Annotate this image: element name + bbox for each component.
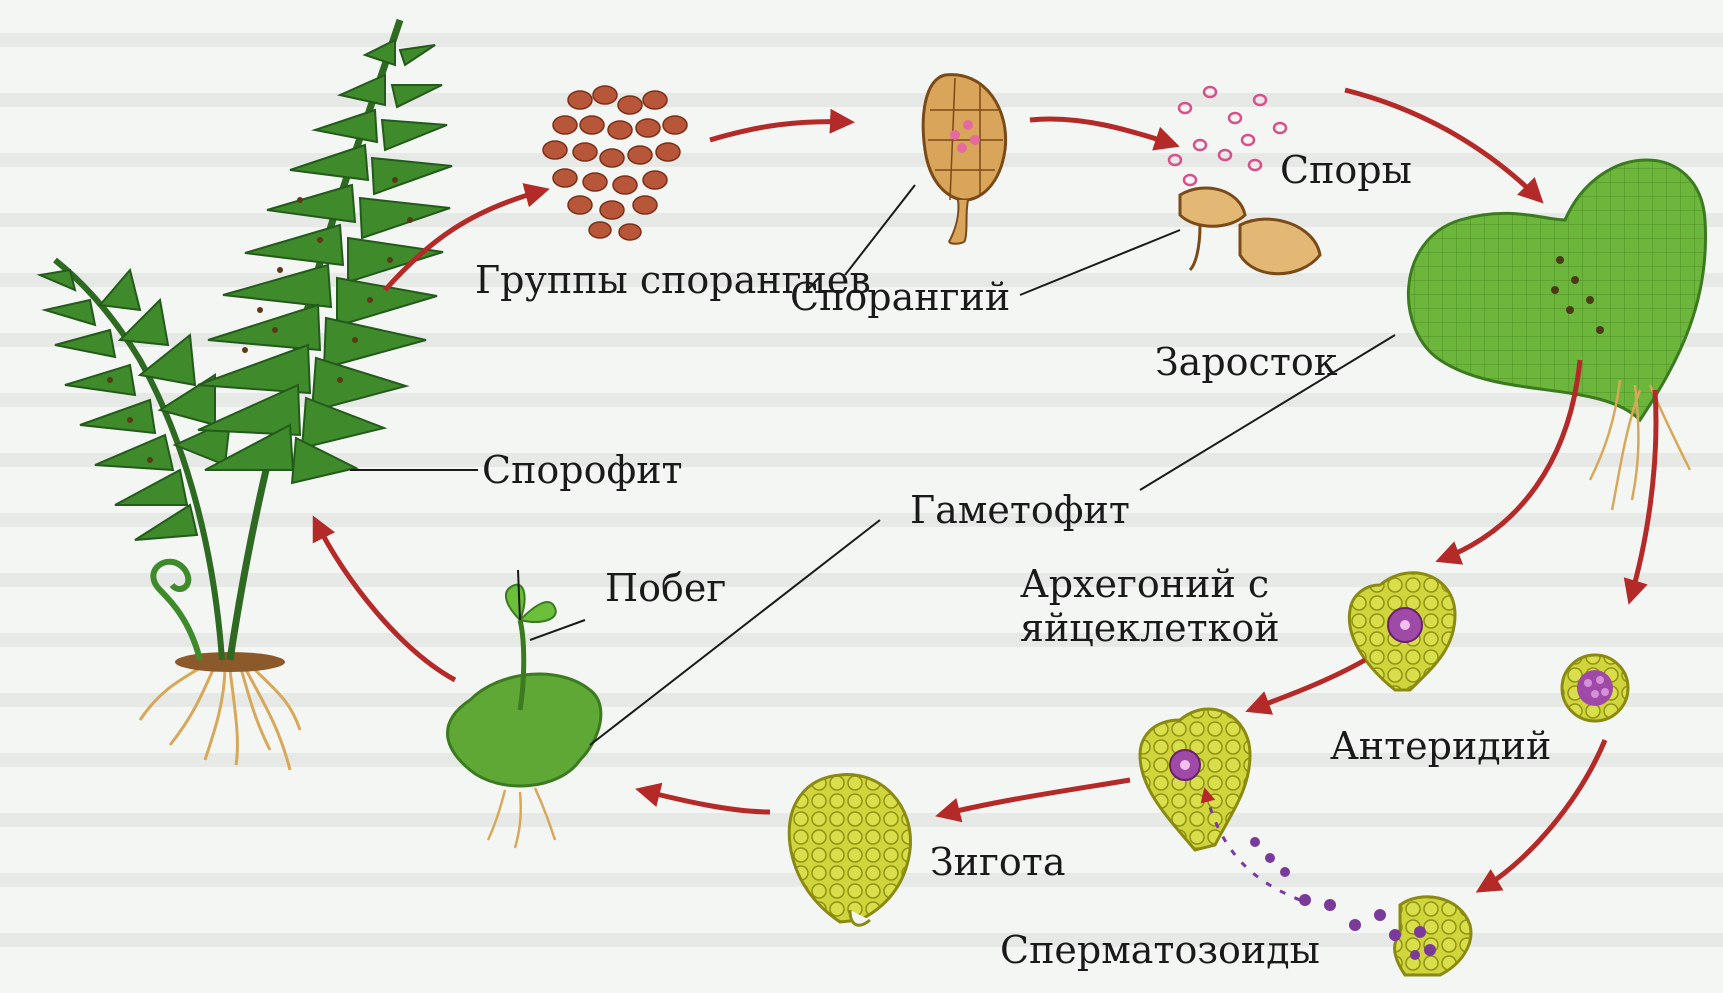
label-antheridium: Антеридий — [1330, 724, 1551, 768]
label-spores: Споры — [1280, 148, 1412, 192]
label-archegonium: Архегоний с яйцеклеткой — [1020, 562, 1320, 650]
label-sporangium: Спорангий — [790, 275, 1010, 319]
zygote-illustration — [789, 775, 910, 926]
label-gametophyte: Гаметофит — [910, 488, 1130, 532]
label-spermatozoids: Сперматозоиды — [1000, 928, 1320, 972]
archegonium-illustration — [1349, 573, 1455, 690]
label-prothallus: Заросток — [1155, 340, 1337, 384]
label-zygote: Зигота — [930, 840, 1065, 884]
fertilization-archegonium-illustration — [1140, 709, 1250, 850]
young-shoot-illustration — [448, 585, 601, 848]
antheridium-releasing-illustration — [1395, 897, 1471, 975]
label-sporophyte: Спорофит — [482, 448, 683, 492]
antheridium-illustration — [1562, 655, 1628, 721]
label-shoot: Побег — [605, 566, 726, 610]
